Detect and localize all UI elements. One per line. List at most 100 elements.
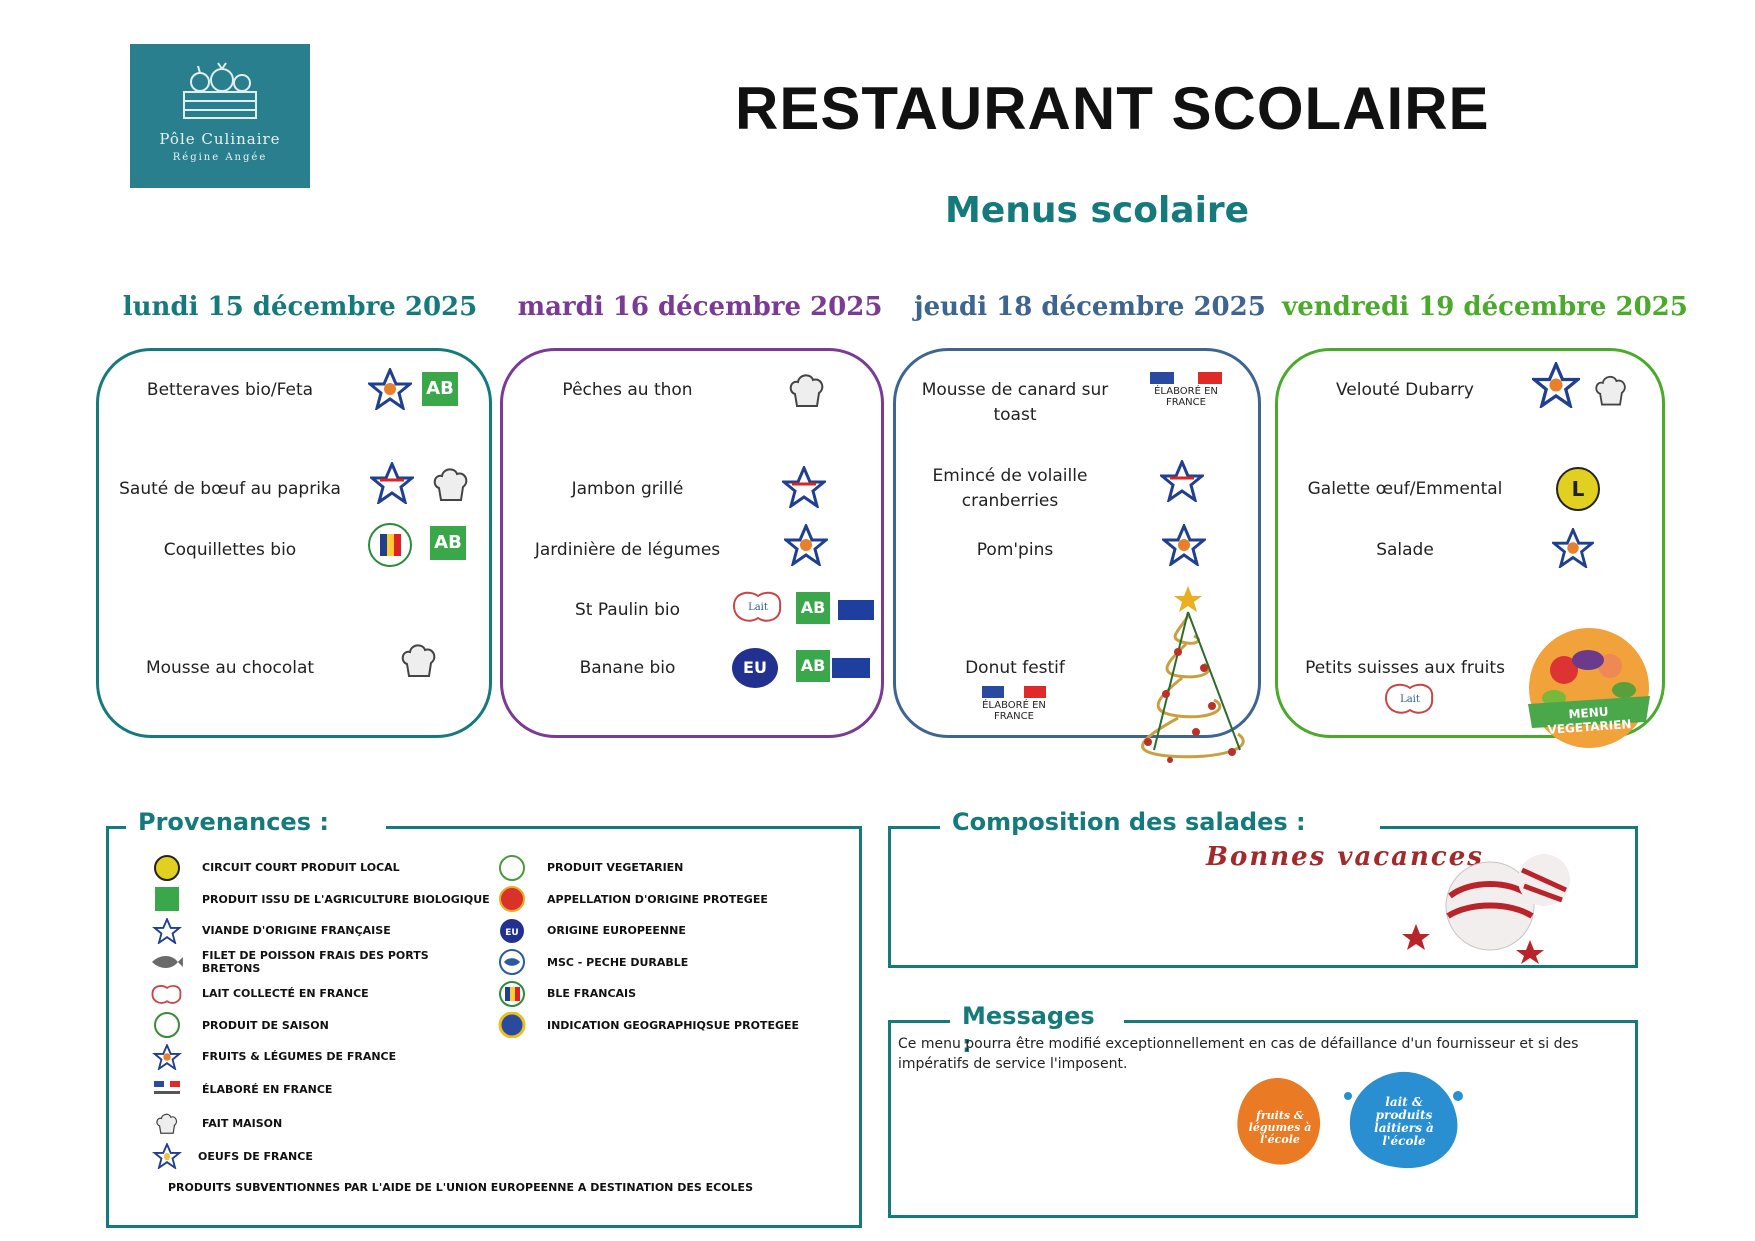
lait-france-icon: Lait xyxy=(1384,683,1434,714)
aop-icon xyxy=(499,886,525,913)
dish-item: Betteraves bio/Feta xyxy=(146,380,314,400)
christmas-tree-icon xyxy=(1141,586,1245,763)
local-icon: L xyxy=(1556,467,1600,511)
provenances-list-left: CIRCUIT COURT PRODUIT LOCAL PRODUIT ISSU… xyxy=(150,852,753,1204)
lait-france-icon xyxy=(151,984,182,1004)
dish-item: Jardinière de légumes xyxy=(534,540,721,560)
fruits-legumes-france-icon xyxy=(368,368,412,410)
provenance-item: BLE FRANCAIS xyxy=(495,978,835,1010)
orange-splash-icon xyxy=(1237,1078,1321,1165)
elabore-france-icon xyxy=(154,1080,180,1094)
dish-item: St Paulin bio xyxy=(574,600,681,620)
igp-icon xyxy=(498,1012,526,1039)
dish-item: Donut festif xyxy=(965,658,1065,678)
fruits-legumes-ecole-logo: fruits & légumes à l'école xyxy=(1228,1070,1328,1170)
salades-title: Composition des salades : xyxy=(940,808,1380,836)
pole-culinaire-logo: Pôle Culinaire Régine Angée xyxy=(130,44,310,188)
chef-hat-icon xyxy=(401,644,436,677)
dish-item: Velouté Dubarry xyxy=(1335,380,1474,400)
ab-bio-icon: AB xyxy=(422,372,458,406)
provenances-frame xyxy=(106,826,862,1228)
vegetarien-icon xyxy=(499,854,525,881)
fruits-legumes-france-icon xyxy=(1532,362,1580,408)
provenances-list-right: PRODUIT VEGETARIEN APPELLATION D'ORIGINE… xyxy=(495,852,835,1041)
day-box-friday xyxy=(1275,348,1665,738)
provenance-item: MSC - PECHE DURABLE xyxy=(495,947,835,979)
provenance-item: VIANDE D'ORIGINE FRANÇAISE xyxy=(150,915,490,947)
fruits-legumes-france-icon xyxy=(1552,528,1594,568)
ble-francais-icon xyxy=(499,980,525,1007)
day-box-tuesday xyxy=(500,348,884,738)
ble-francais-icon xyxy=(368,523,412,567)
dish-item: Petits suisses aux fruits xyxy=(1305,658,1505,678)
saison-icon xyxy=(154,1012,180,1039)
provenance-item: CIRCUIT COURT PRODUIT LOCAL xyxy=(150,852,490,884)
logo-line-2: Régine Angée xyxy=(172,152,268,163)
viande-france-icon xyxy=(782,466,826,508)
dish-item: Sauté de bœuf au paprika xyxy=(119,479,341,499)
day-box-thursday xyxy=(893,348,1261,738)
day-heading-friday: vendredi 19 décembre 2025 xyxy=(1282,292,1688,322)
dish-item: Jambon grillé xyxy=(571,479,684,499)
svg-text:EU: EU xyxy=(505,928,518,938)
svg-text:Lait: Lait xyxy=(748,602,768,613)
messages-title: Messages : xyxy=(950,1002,1124,1058)
msc-icon xyxy=(499,949,525,976)
provenance-item: ÉLABORÉ EN FRANCE xyxy=(150,1073,490,1107)
milk-splash-icon xyxy=(1344,1071,1463,1169)
provenance-item: LAIT COLLECTÉ EN FRANCE xyxy=(150,978,490,1010)
messages-text: Ce menu pourra être modifié exceptionnel… xyxy=(898,1036,1579,1072)
chef-hat-icon xyxy=(433,468,468,501)
fruits-legumes-france-icon xyxy=(784,524,828,566)
dish-item: Pom'pins xyxy=(976,540,1054,560)
provenance-item: PRODUITS SUBVENTIONNES PAR L'AIDE DE L'U… xyxy=(150,1172,753,1204)
eu-flag-icon xyxy=(832,658,870,678)
provenance-item: FAIT MAISON xyxy=(150,1107,490,1141)
viande-france-icon xyxy=(1160,460,1204,502)
eu-origin-icon: EU xyxy=(500,918,524,943)
svg-text:Lait: Lait xyxy=(1400,694,1420,705)
fruits-legumes-icon xyxy=(152,1043,182,1070)
vegetable-crate-icon xyxy=(183,62,257,119)
day-heading-tuesday: mardi 16 décembre 2025 xyxy=(517,292,883,322)
provenance-item: FILET DE POISSON FRAIS DES PORTS BRETONS xyxy=(150,947,490,979)
dish-item: Mousse au chocolat xyxy=(145,658,315,678)
bonnes-vacances-greeting: Bonnes vacances xyxy=(1206,842,1484,872)
eu-flag-icon xyxy=(838,600,874,620)
elabore-france-badge: ÉLABORÉ EN FRANCE xyxy=(982,686,1046,722)
chef-hat-icon xyxy=(1595,375,1626,406)
ab-bio-icon xyxy=(155,887,179,912)
menu-vegetarien-badge: MENU VEGETARIEN xyxy=(1514,626,1664,750)
provenance-item: APPELLATION D'ORIGINE PROTEGEE xyxy=(495,884,835,916)
provenance-item: FRUITS & LÉGUMES DE FRANCE xyxy=(150,1041,490,1073)
provenances-title: Provenances : xyxy=(126,808,386,836)
fruits-legumes-france-icon xyxy=(1162,524,1206,566)
provenance-item: PRODUIT DE SAISON xyxy=(150,1010,490,1042)
elabore-france-badge: ÉLABORÉ EN FRANCE xyxy=(1150,372,1222,408)
svg-text:L: L xyxy=(1572,477,1585,501)
messages-frame xyxy=(888,1020,1638,1218)
ab-bio-icon: AB xyxy=(796,650,830,682)
lait-france-icon: Lait xyxy=(732,591,782,622)
logo-line-1: Pôle Culinaire xyxy=(159,130,281,148)
day-box-monday xyxy=(96,348,492,738)
day-heading-monday: lundi 15 décembre 2025 xyxy=(122,292,478,322)
dish-item: Emincé de volaille cranberries xyxy=(932,466,1088,511)
provenance-item: PRODUIT ISSU DE L'AGRICULTURE BIOLOGIQUE xyxy=(150,884,490,916)
viande-france-icon xyxy=(370,462,414,504)
dish-item: Banane bio xyxy=(579,658,676,678)
eu-origin-icon: EU xyxy=(732,648,778,688)
ab-bio-icon: AB xyxy=(430,526,466,560)
salad-bowl-icon xyxy=(1528,628,1650,748)
dish-item: Salade xyxy=(1376,540,1434,560)
day-heading-thursday: jeudi 18 décembre 2025 xyxy=(914,292,1266,322)
dish-item: Mousse de canard sur toast xyxy=(921,380,1109,425)
chef-hat-icon xyxy=(789,374,824,407)
provenance-item: PRODUIT VEGETARIEN xyxy=(495,852,835,884)
local-icon xyxy=(154,854,180,881)
dish-item: Coquillettes bio xyxy=(163,540,297,560)
page-title: RESTAURANT SCOLAIRE xyxy=(735,75,1490,142)
dish-item: Galette œuf/Emmental xyxy=(1307,479,1503,499)
provenance-item: OEUFS DE FRANCE xyxy=(150,1141,490,1173)
oeufs-france-icon xyxy=(152,1143,182,1170)
